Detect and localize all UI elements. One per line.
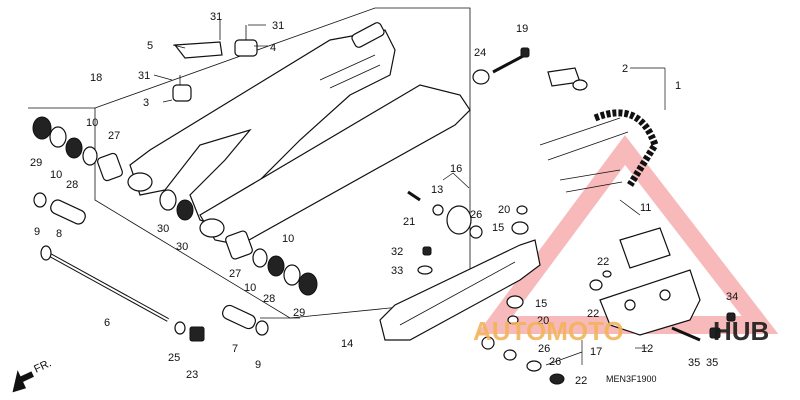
pivot-bolt: [40, 245, 169, 322]
left-bearing-stack: [32, 116, 123, 182]
bolt-19: [472, 47, 530, 85]
callout-2: 2: [622, 63, 628, 75]
callout-18: 18: [90, 72, 102, 84]
callout-3: 3: [143, 97, 149, 109]
watermark-text-b: HUB: [713, 316, 769, 346]
callout-31c: 31: [138, 70, 150, 82]
callout-12: 12: [641, 343, 653, 355]
callout-33: 33: [391, 265, 403, 277]
callout-14: 14: [341, 338, 353, 350]
chain-guide: [599, 227, 701, 336]
callout-31b: 31: [272, 20, 284, 32]
callout-19: 19: [516, 23, 528, 35]
callout-22b: 22: [587, 308, 599, 320]
callout-27b: 27: [229, 268, 241, 280]
callout-26a: 26: [470, 209, 482, 221]
callout-16: 16: [450, 163, 462, 175]
callout-35a: 35: [688, 357, 700, 369]
callout-10c: 10: [282, 233, 294, 245]
callout-15b: 15: [535, 298, 547, 310]
callout-17: 17: [590, 346, 602, 358]
callout-11: 11: [640, 202, 651, 214]
callout-34: 34: [726, 291, 738, 303]
callout-4: 4: [270, 42, 276, 54]
callout-26b: 26: [538, 343, 550, 355]
callout-35b: 35: [706, 357, 718, 369]
leader-lines: [153, 24, 666, 366]
front-direction-arrow: [12, 370, 34, 393]
collar-lower: [222, 304, 269, 336]
washer-left: [33, 192, 47, 208]
callout-32: 32: [391, 246, 403, 258]
callout-28b: 28: [263, 293, 275, 305]
callout-30a: 30: [157, 223, 169, 235]
swingarm: [127, 22, 471, 246]
callout-5: 5: [147, 40, 153, 52]
slider-hardware: [417, 205, 529, 325]
callout-31a: 31: [210, 11, 222, 23]
diagram-code: MEN3F1900: [606, 374, 657, 384]
direction-label: FR.: [32, 357, 53, 375]
callout-6: 6: [104, 317, 110, 329]
callout-29a: 29: [30, 157, 42, 169]
callout-20a: 20: [498, 204, 510, 216]
callout-29b: 29: [293, 307, 305, 319]
callout-9a: 9: [34, 226, 40, 238]
pivot-nut: [174, 321, 205, 342]
callout-15a: 15: [492, 222, 504, 234]
callout-9b: 9: [255, 359, 261, 371]
callout-21: 21: [403, 216, 415, 228]
callout-8: 8: [56, 228, 62, 240]
callout-22c: 22: [575, 375, 587, 387]
callout-13: 13: [431, 184, 443, 196]
callout-7: 7: [232, 343, 238, 355]
chain-roller: [407, 190, 483, 239]
callout-10b: 10: [50, 169, 62, 181]
callout-27a: 27: [108, 130, 120, 142]
drive-chain: [539, 67, 659, 193]
callout-26c: 26: [549, 356, 561, 368]
callout-25: 25: [168, 352, 180, 364]
callout-1: 1: [675, 80, 681, 92]
callout-30b: 30: [176, 241, 188, 253]
callout-22a: 22: [597, 256, 609, 268]
callout-28a: 28: [66, 179, 78, 191]
chain-slider: [379, 239, 541, 341]
collar: [50, 199, 86, 225]
callout-10d: 10: [244, 282, 256, 294]
callout-20b: 20: [537, 315, 549, 327]
guide-hardware: [481, 270, 736, 385]
top-brackets: [172, 20, 258, 102]
callout-24: 24: [474, 47, 486, 59]
callouts: 1 2 3 4 5 6 7 8 9 9 10 10 10 10 11 12 13…: [30, 11, 738, 387]
watermark-text-a: AUTOMOTO: [473, 316, 624, 346]
watermark-logo: AUTOMOTO HUB: [473, 316, 769, 346]
callout-23: 23: [186, 369, 198, 381]
right-bearing-stack: [159, 189, 318, 296]
callout-10a: 10: [86, 117, 98, 129]
